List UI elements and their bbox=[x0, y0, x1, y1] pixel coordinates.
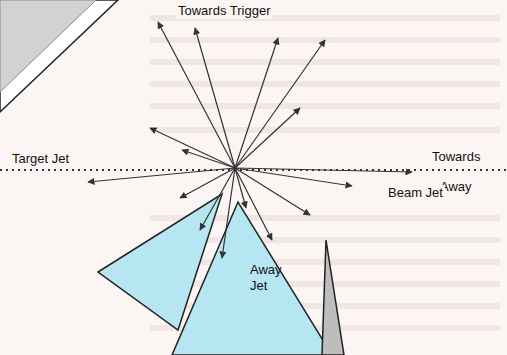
jet-label: Away Jet bbox=[250, 262, 284, 295]
jet-label: Target Jet bbox=[10, 151, 71, 167]
jet-label: Beam Jet bbox=[386, 185, 445, 201]
trigger-wedge bbox=[0, 0, 118, 112]
direction-label: Towards bbox=[430, 149, 482, 165]
particle-tracks bbox=[88, 22, 412, 258]
jet-cones bbox=[98, 194, 344, 355]
trigger-label: Towards Trigger bbox=[176, 3, 272, 19]
